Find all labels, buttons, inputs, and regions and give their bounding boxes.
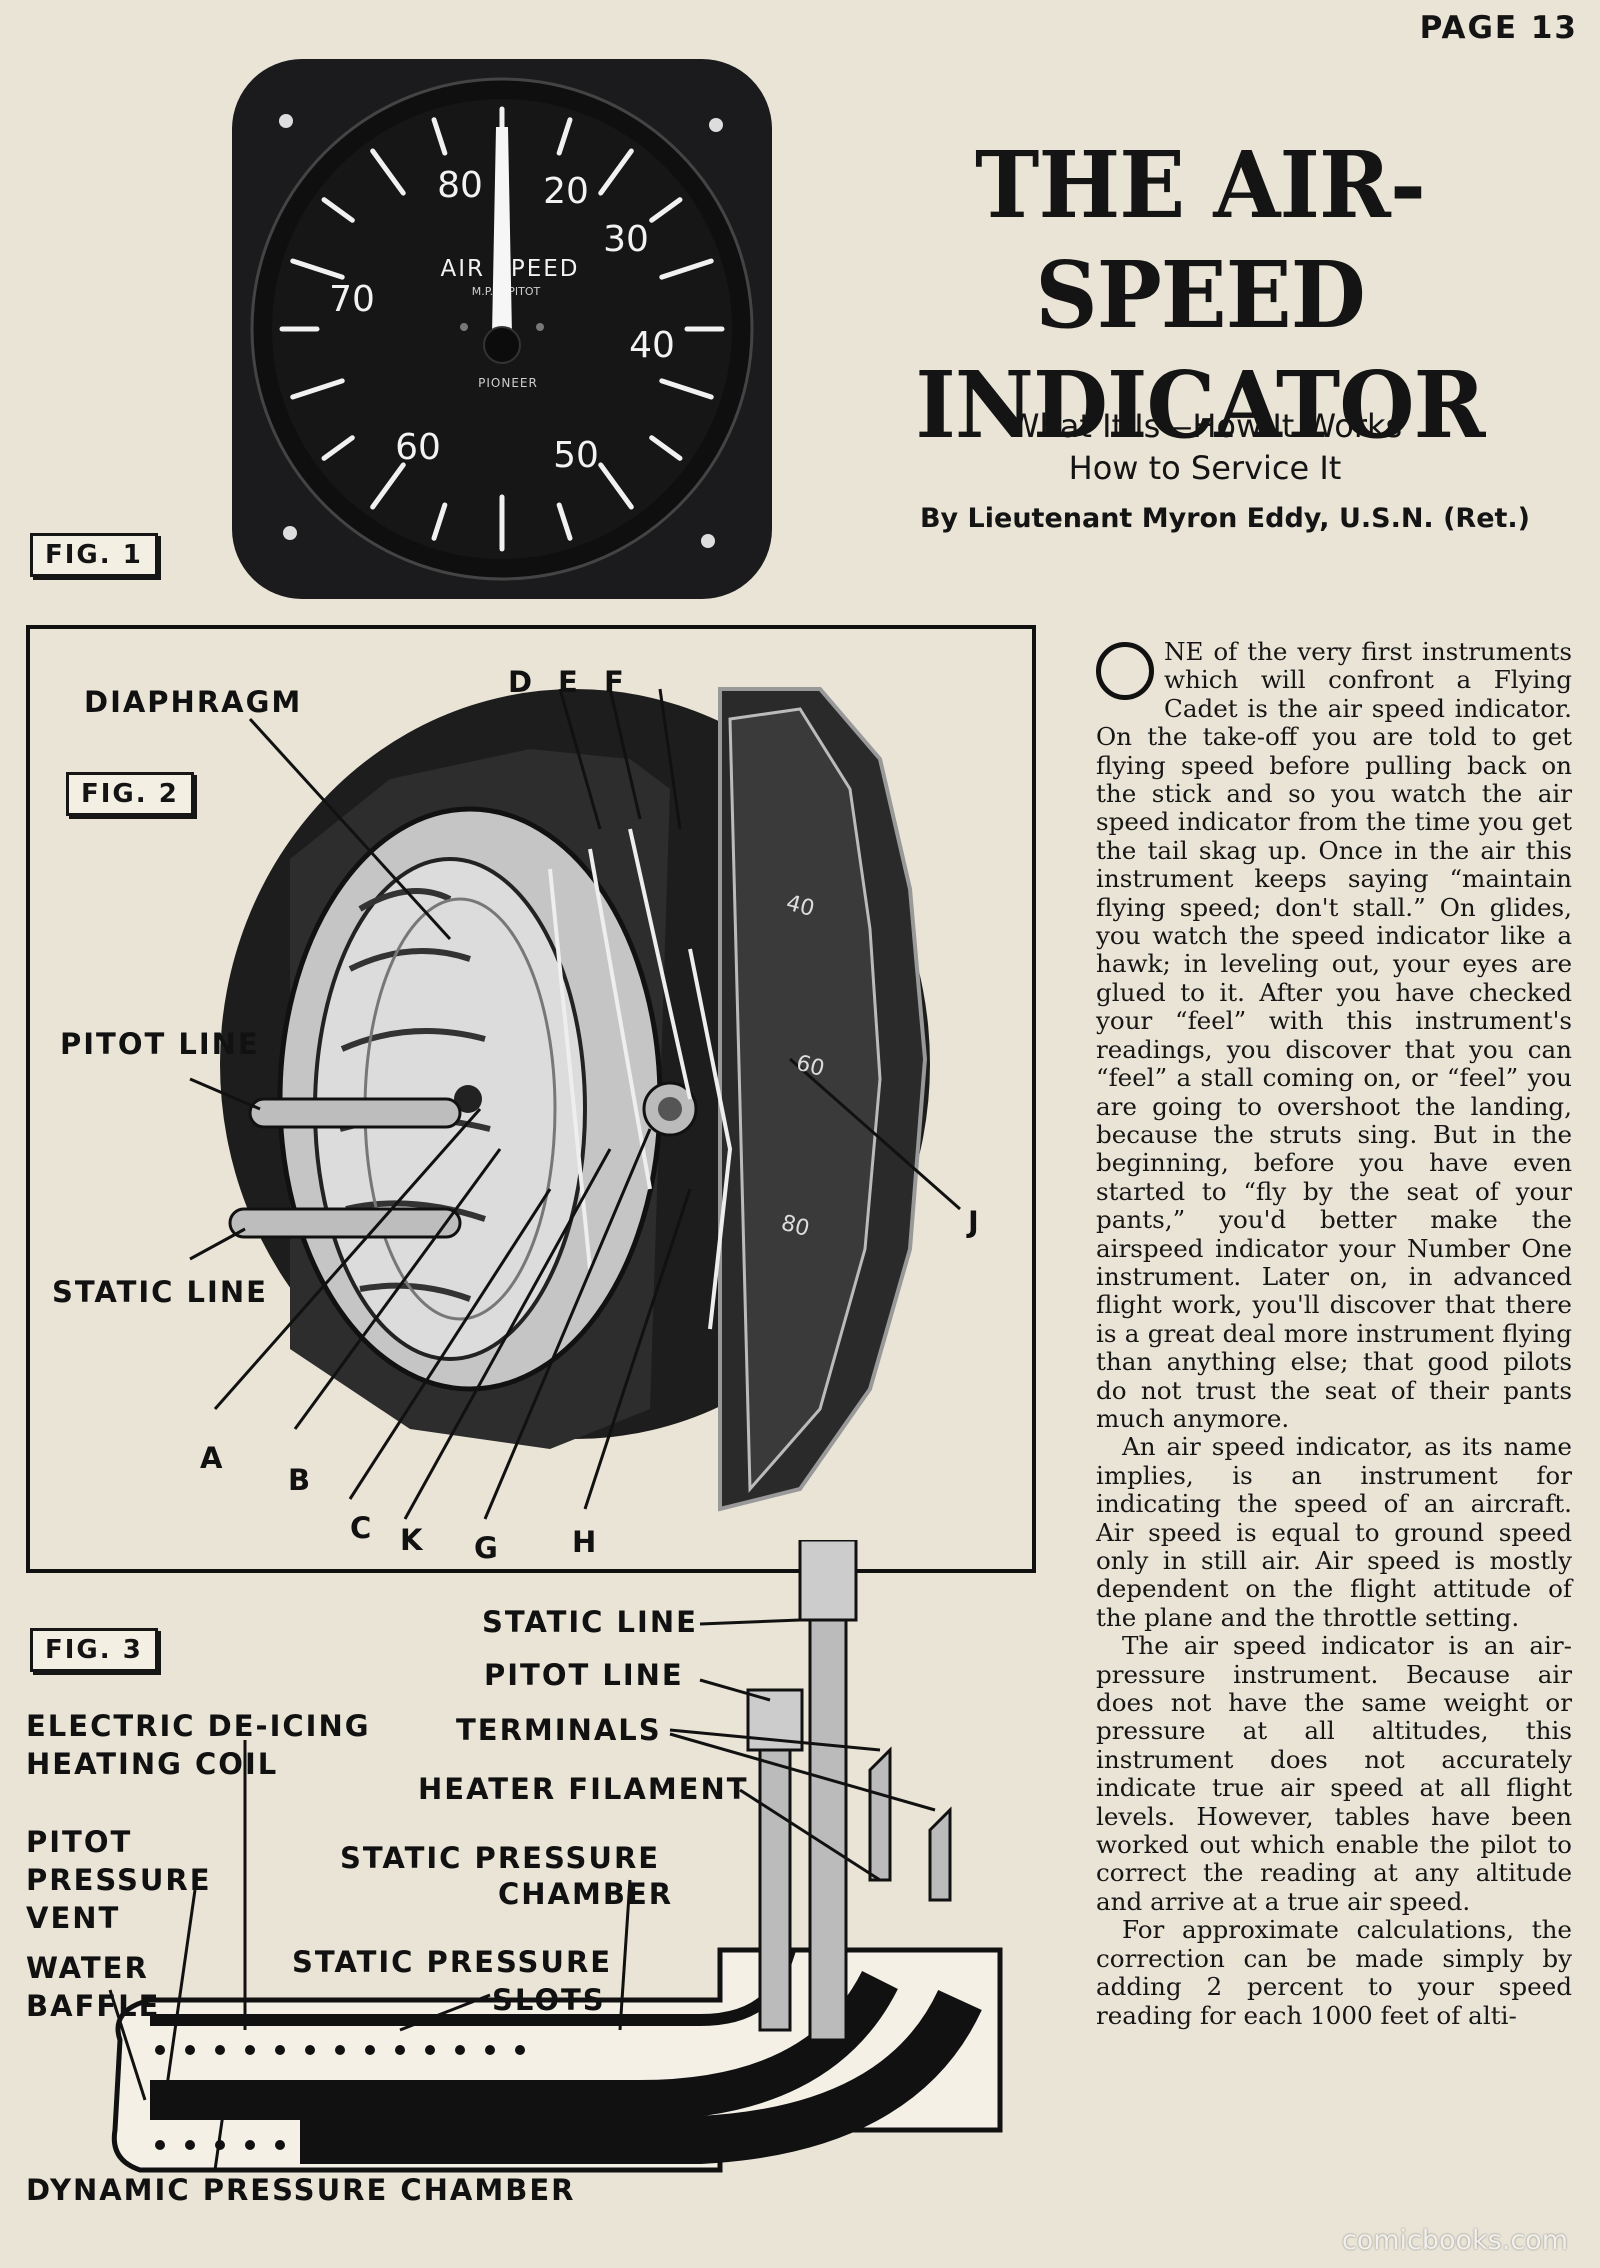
title-line-1: THE AIR-SPEED bbox=[975, 131, 1426, 349]
label-heater-filament: HEATER FILAMENT bbox=[418, 1772, 749, 1806]
label-letter-d: D bbox=[508, 665, 535, 699]
gauge-needle bbox=[492, 127, 512, 335]
label-water-baffle-1: WATER bbox=[26, 1951, 149, 1985]
fig2-cutaway-illustration: 40 60 80 bbox=[189, 687, 961, 1520]
label-static-chamber-2: CHAMBER bbox=[498, 1877, 674, 1911]
label-letter-f: F bbox=[604, 665, 626, 699]
title-line-2: INDICATOR bbox=[915, 351, 1485, 459]
airspeed-gauge-illustration: 80 20 30 40 50 60 70 AIR SPEED M.P.H. PI… bbox=[232, 59, 772, 599]
dial-tick bbox=[556, 117, 573, 156]
label-pitot-line-fig2: PITOT LINE bbox=[60, 1027, 260, 1061]
label-letter-k: K bbox=[400, 1523, 425, 1557]
label-static-line-fig3: STATIC LINE bbox=[482, 1605, 698, 1639]
dial-tick bbox=[290, 258, 345, 280]
watermark: comicbooks.com bbox=[1341, 2225, 1568, 2256]
label-terminals: TERMINALS bbox=[456, 1713, 662, 1747]
dial-tick bbox=[598, 148, 634, 196]
label-letter-g: G bbox=[474, 1531, 500, 1565]
dial-tick bbox=[431, 117, 448, 156]
article-title: THE AIR-SPEED INDICATOR bbox=[833, 130, 1566, 460]
body-paragraph-4: For approximate calculations, the correc… bbox=[1096, 1915, 1572, 2030]
label-letter-a: A bbox=[200, 1441, 225, 1475]
label-pitot-vent-2: PRESSURE bbox=[26, 1863, 212, 1897]
body-paragraph-3: The air speed indicator is an air-pressu… bbox=[1096, 1631, 1572, 1916]
article-subtitle: What It Is—How It Works How to Service I… bbox=[930, 405, 1480, 489]
label-static-slots-2: SLOTS bbox=[492, 1983, 606, 2017]
drop-cap-o bbox=[1096, 642, 1154, 700]
label-static-slots-1: STATIC PRESSURE bbox=[292, 1945, 613, 1979]
label-dynamic-pressure-chamber: DYNAMIC PRESSURE CHAMBER bbox=[26, 2173, 576, 2207]
label-static-line-fig2: STATIC LINE bbox=[52, 1275, 268, 1309]
dial-number-40: 40 bbox=[629, 325, 675, 366]
dial-number-70: 70 bbox=[329, 279, 375, 320]
label-letter-h: H bbox=[572, 1525, 599, 1559]
label-pitot-vent-3: VENT bbox=[26, 1901, 121, 1935]
label-deicing-line-1: ELECTRIC DE-ICING bbox=[26, 1709, 371, 1743]
dial-tick bbox=[370, 148, 406, 196]
dial-tick bbox=[321, 197, 355, 223]
dial-number-60: 60 bbox=[395, 427, 441, 468]
article-body: NE of the very first instruments which w… bbox=[1096, 637, 1572, 2030]
dial-number-20: 20 bbox=[543, 171, 589, 212]
label-letter-c: C bbox=[350, 1511, 374, 1545]
dial-tick bbox=[598, 462, 634, 510]
label-diaphragm: DIAPHRAGM bbox=[84, 685, 303, 719]
byline: By Lieutenant Myron Eddy, U.S.N. (Ret.) bbox=[919, 503, 1531, 534]
fig2-frame bbox=[26, 625, 1036, 1573]
label-pitot-line-fig3: PITOT LINE bbox=[484, 1658, 684, 1692]
dial-tick bbox=[659, 258, 714, 280]
dial-number-80: 80 bbox=[437, 165, 483, 206]
dial-tick bbox=[659, 378, 714, 400]
label-letter-b: B bbox=[288, 1463, 313, 1497]
dial-tick bbox=[370, 462, 406, 510]
body-paragraph-2: An air speed indicator, as its name impl… bbox=[1096, 1432, 1572, 1632]
label-letter-j: J bbox=[968, 1205, 981, 1239]
fig1-label: FIG. 1 bbox=[30, 533, 158, 577]
label-pitot-vent-1: PITOT bbox=[26, 1825, 133, 1859]
fig2-label: FIG. 2 bbox=[66, 772, 194, 816]
dial-number-30: 30 bbox=[603, 219, 649, 260]
subtitle-line-2: How to Service It bbox=[1068, 449, 1342, 487]
dial-tick bbox=[290, 378, 345, 400]
label-water-baffle-2: BAFFLE bbox=[26, 1989, 161, 2023]
label-deicing-line-2: HEATING COIL bbox=[26, 1747, 279, 1781]
fig3-label: FIG. 3 bbox=[30, 1628, 158, 1672]
dial-tick bbox=[556, 502, 573, 541]
body-paragraph-1: NE of the very first instruments which w… bbox=[1096, 637, 1572, 1433]
label-letter-e: E bbox=[558, 665, 580, 699]
dial-tick bbox=[431, 502, 448, 541]
dial-tick bbox=[649, 197, 683, 223]
page-number: PAGE 13 bbox=[1419, 10, 1578, 46]
dial-tick bbox=[649, 435, 683, 461]
subtitle-line-1: What It Is—How It Works bbox=[1007, 407, 1403, 445]
dial-tick bbox=[321, 435, 355, 461]
dial-number-50: 50 bbox=[553, 435, 599, 476]
maker-name: PIONEER bbox=[478, 376, 538, 390]
label-static-chamber-1: STATIC PRESSURE bbox=[340, 1841, 661, 1875]
fig3-pitot-tube-illustration bbox=[108, 1540, 1003, 2173]
